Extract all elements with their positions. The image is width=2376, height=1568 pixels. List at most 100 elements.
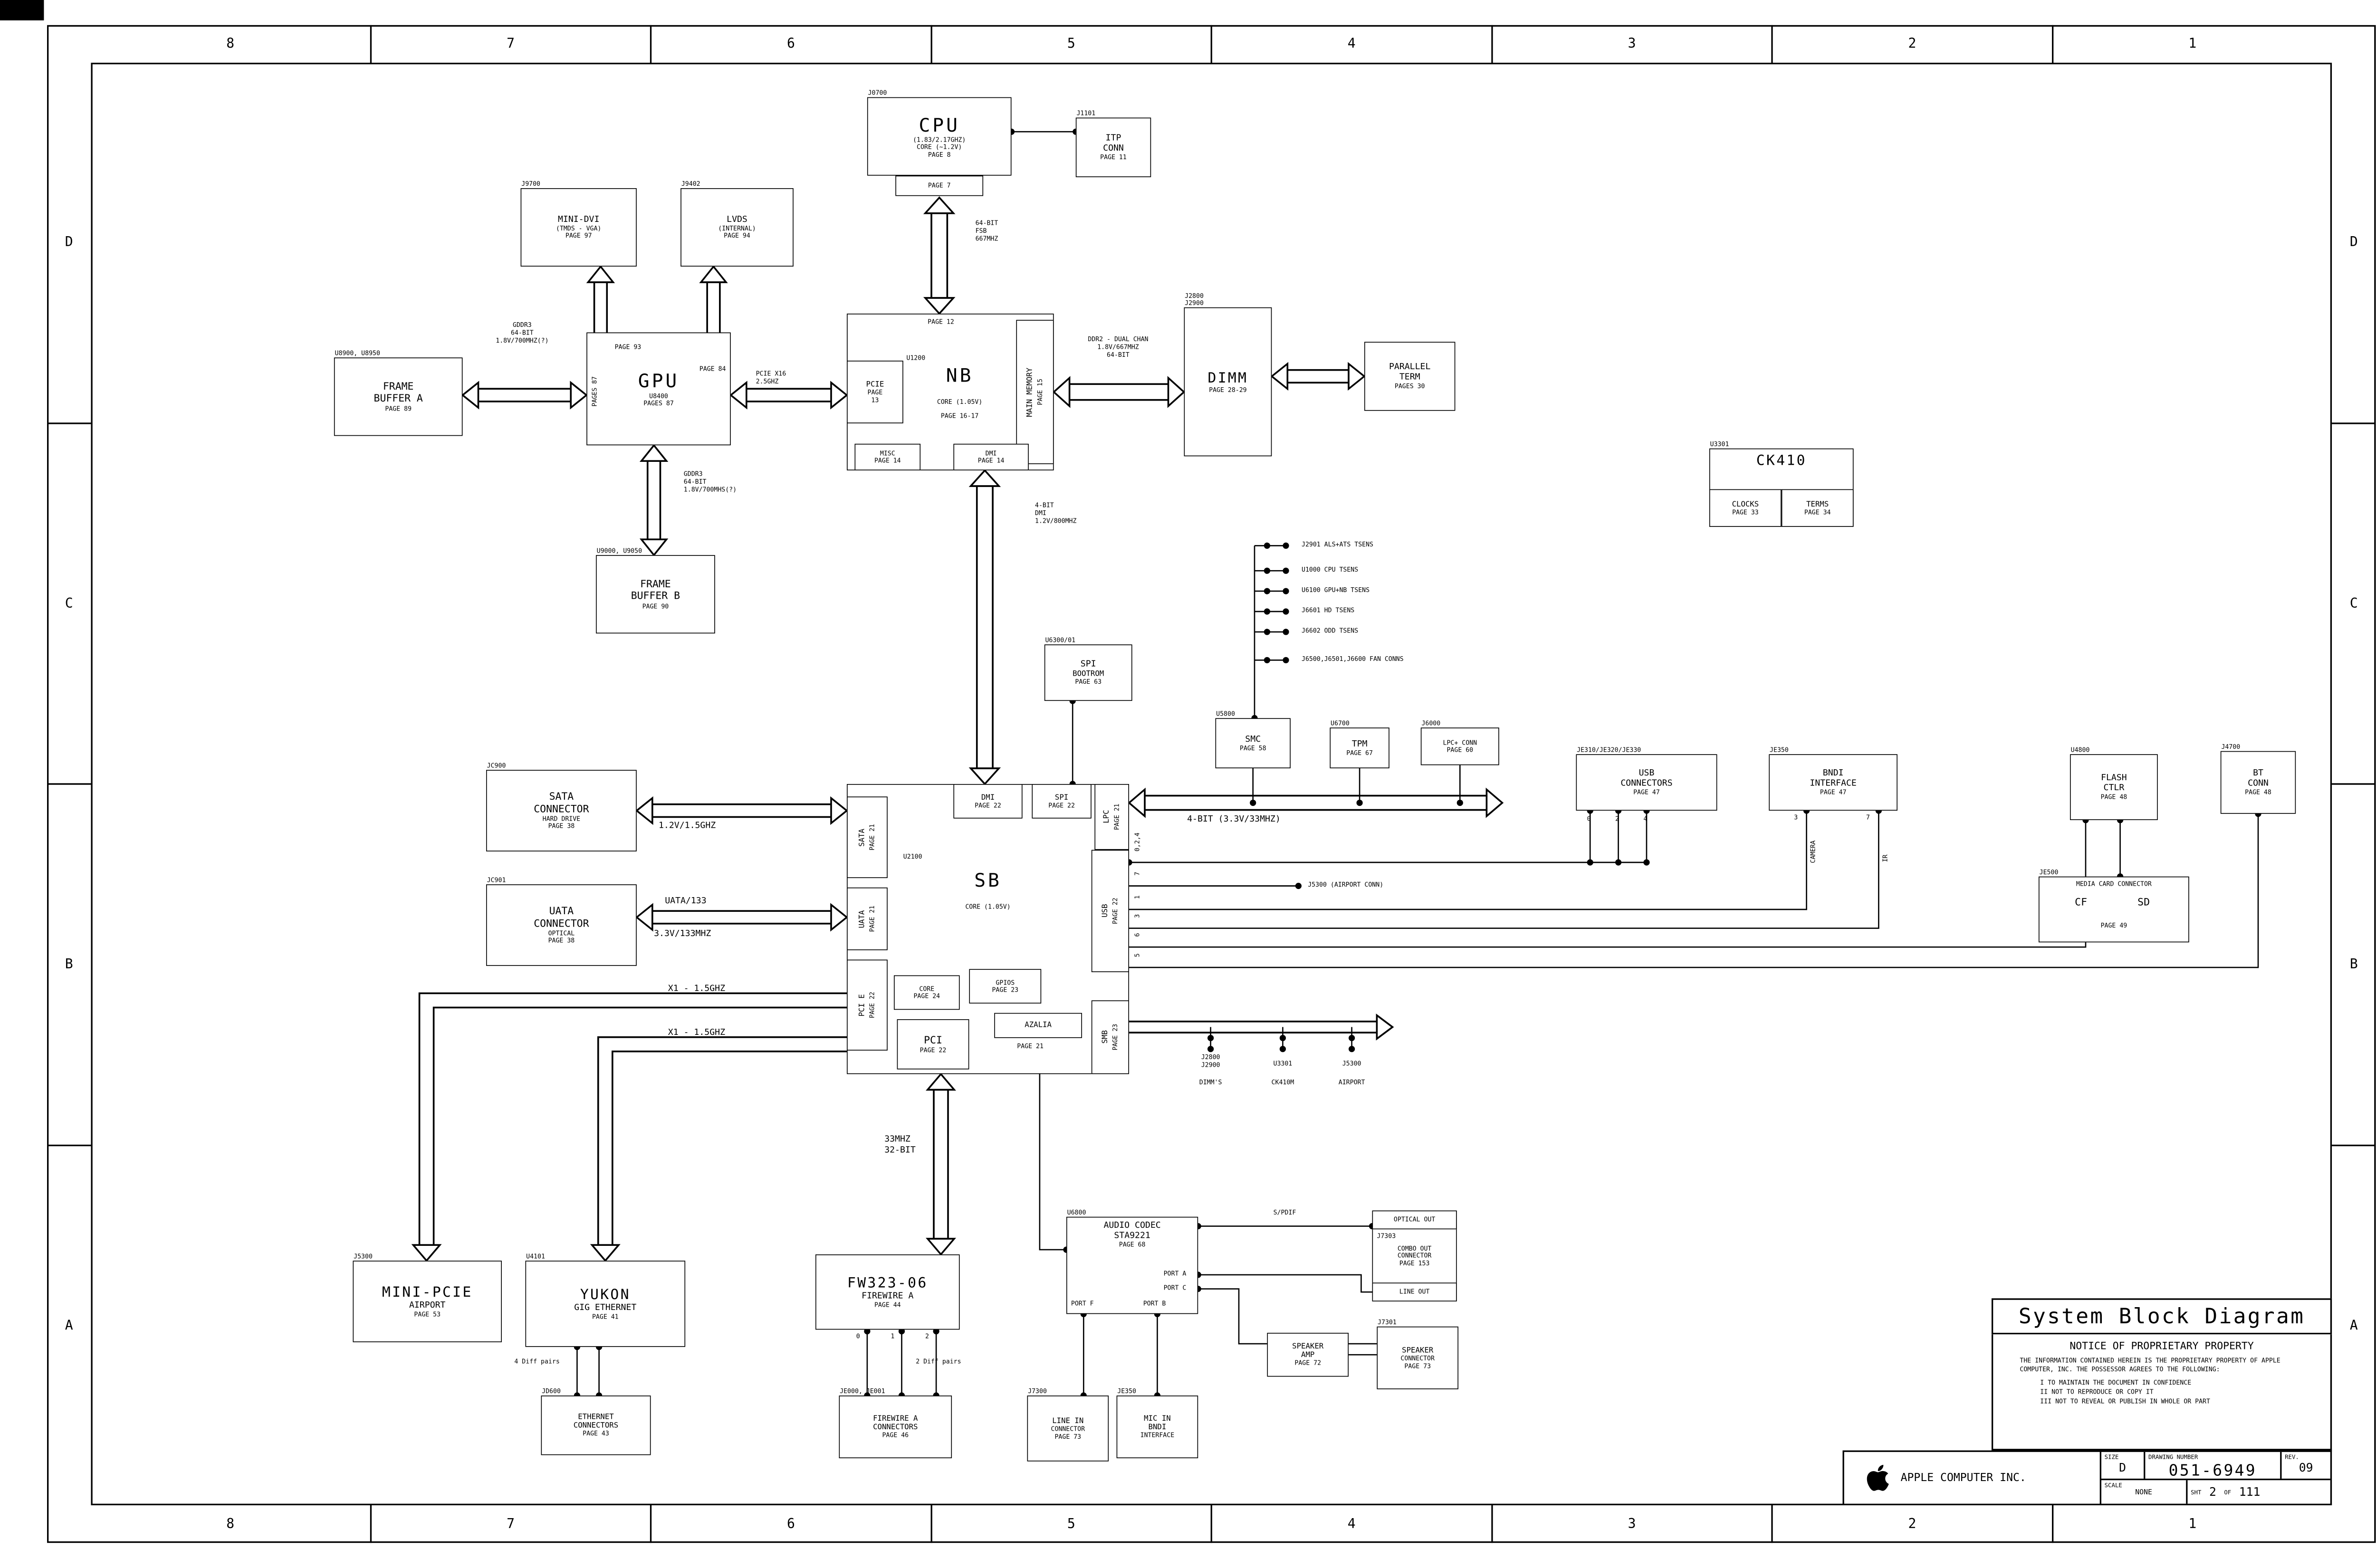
lpc-bus-arrow	[1128, 787, 1504, 818]
sata-connector-block-text: SATA	[549, 791, 574, 803]
zone-column-cell: 3	[1493, 25, 1773, 63]
frame-buffer-b-block-text: FRAME	[640, 578, 671, 591]
firewire-connectors-block-text: CONNECTORS	[873, 1423, 918, 1432]
usb-port-pin-label: 0,2,4	[1133, 832, 1141, 852]
fw323-block-text: PAGE 44	[874, 1301, 901, 1309]
smb-dimm-drop-wire	[1207, 1027, 1214, 1052]
bndi-pin-label: 3	[1794, 813, 1798, 821]
zone-row-label: A	[2349, 1318, 2358, 1334]
zone-column-cell: 2	[1773, 25, 2053, 63]
ck410-block-text: CK410	[1756, 452, 1807, 469]
size-label: SIZE	[2104, 1453, 2119, 1461]
line-out-block: LINE OUT	[1372, 1282, 1457, 1301]
sheet-total: 111	[2239, 1485, 2261, 1499]
nb-dmi-block-text: PAGE 14	[977, 457, 1005, 464]
uata-connector-block-ref: JC901	[487, 876, 506, 884]
apple-logo-icon	[1866, 1463, 1890, 1493]
mic-in-bndi-block-text: INTERFACE	[1140, 1432, 1175, 1439]
sb-spi-port-block-text: SPI	[1054, 793, 1069, 802]
zone-row-label: B	[2349, 956, 2358, 973]
zone-row-cell: A	[2332, 1146, 2376, 1505]
zone-column-cell: 6	[651, 25, 932, 63]
usb-conn-pin-label: 0	[1587, 815, 1591, 822]
title-fields: SIZE D DRAWING NUMBER 051-6949 REV. 09 S…	[2101, 1450, 2332, 1505]
fw-pin-label: 1	[891, 1333, 895, 1340]
nb-core-label: CORE (1.05V)	[937, 398, 983, 406]
gpu-dvi-page-label: PAGE 93	[614, 343, 642, 351]
media-card-connector-block-text: MEDIA CARD CONNECTOR	[2076, 880, 2152, 888]
usb-port-pin-label: 1	[1133, 895, 1141, 899]
bndi-interface-block-text: INTERFACE	[1810, 778, 1857, 788]
sb-pci-block-text: PCI	[924, 1034, 942, 1047]
tsens-als-label: J2901 ALS+ATS TSENS	[1302, 541, 1374, 548]
flash-ctlr-block-text: PAGE 48	[2100, 794, 2127, 801]
line-in-connector-block-text: LINE IN	[1052, 1416, 1084, 1425]
zone-row-label: B	[65, 956, 73, 973]
tsens-gpu-nb-label: U6100 GPU+NB TSENS	[1302, 586, 1370, 594]
lvds-block-text: LVDS	[727, 214, 747, 225]
tsens-hd-label: J6601 HD TSENS	[1302, 607, 1355, 614]
audio-codec-block-text: AUDIO CODEC	[1103, 1220, 1161, 1230]
zone-column-label: 2	[1908, 1516, 1916, 1532]
lvds-block-text: PAGE 94	[724, 232, 750, 240]
company-cell: APPLE COMPUTER INC.	[1842, 1450, 2101, 1505]
tsens-stub-wire	[1254, 629, 1289, 635]
framebuffer-b-bus-arrow	[639, 444, 669, 557]
mini-dvi-block-text: PAGE 97	[565, 232, 592, 240]
zone-column-label: 6	[786, 1516, 795, 1532]
zone-column-cell: 1	[2053, 1505, 2332, 1543]
nb-refdes-label: U1200	[906, 354, 926, 362]
ck410-clocks-block-text: PAGE 33	[1732, 508, 1759, 516]
bndi-interface-block-text: BNDI	[1822, 767, 1844, 778]
zone-row-cell: D	[47, 63, 91, 424]
bndi-interface-block-text: PAGE 47	[1820, 789, 1847, 796]
bndi-interface-block-ref: JE350	[1770, 746, 1789, 754]
zone-column-label: 2	[1908, 36, 1916, 52]
zone-column-cell: 5	[932, 25, 1212, 63]
audio-codec-block-ref: U6800	[1067, 1208, 1086, 1216]
sb-gpios-block-text: PAGE 23	[992, 986, 1019, 994]
fsb-bus-label: 64-BIT FSB 667MHZ	[975, 220, 998, 242]
itp-conn-block-text: CONN	[1103, 143, 1124, 153]
speaker-amp-block-text: PAGE 72	[1294, 1359, 1322, 1367]
mini-dvi-block-text: (TMDS - VGA)	[556, 225, 602, 232]
tsens-stub-wire	[1254, 542, 1289, 549]
zone-column-label: 3	[1628, 36, 1636, 52]
tsens-stub-wire	[1254, 657, 1289, 663]
pci-bus-arrow	[926, 1072, 956, 1256]
ck410-clocks-block-text: CLOCKS	[1732, 500, 1759, 509]
sb-pci-block-text: PAGE 22	[920, 1046, 947, 1054]
firewire-connectors-block-text: PAGE 46	[882, 1432, 909, 1439]
speaker-connector-block-text: PAGE 73	[1404, 1362, 1431, 1369]
ck410-terms-block-text: PAGE 34	[1804, 508, 1831, 516]
smc-block-text: SMC	[1245, 734, 1261, 744]
sb-sata-port-block-text: PAGE 21	[869, 824, 876, 851]
scan-corner-mark	[0, 0, 44, 20]
zone-column-label: 1	[2188, 36, 2197, 52]
ddr2-bus-label: DDR2 - DUAL CHAN 1.8V/667MHZ 64-BIT	[1088, 335, 1149, 359]
zone-column-cell: 5	[932, 1505, 1212, 1543]
size-cell: SIZE D	[2101, 1452, 2146, 1479]
pcie-x16-bus-label: PCIE X16 2.5GHZ	[756, 370, 786, 385]
frame-buffer-a-block-text: BUFFER A	[374, 393, 423, 405]
mic-in-bndi-block-text: MIC IN	[1144, 1414, 1171, 1423]
yukon-block-text: YUKON	[580, 1286, 631, 1303]
